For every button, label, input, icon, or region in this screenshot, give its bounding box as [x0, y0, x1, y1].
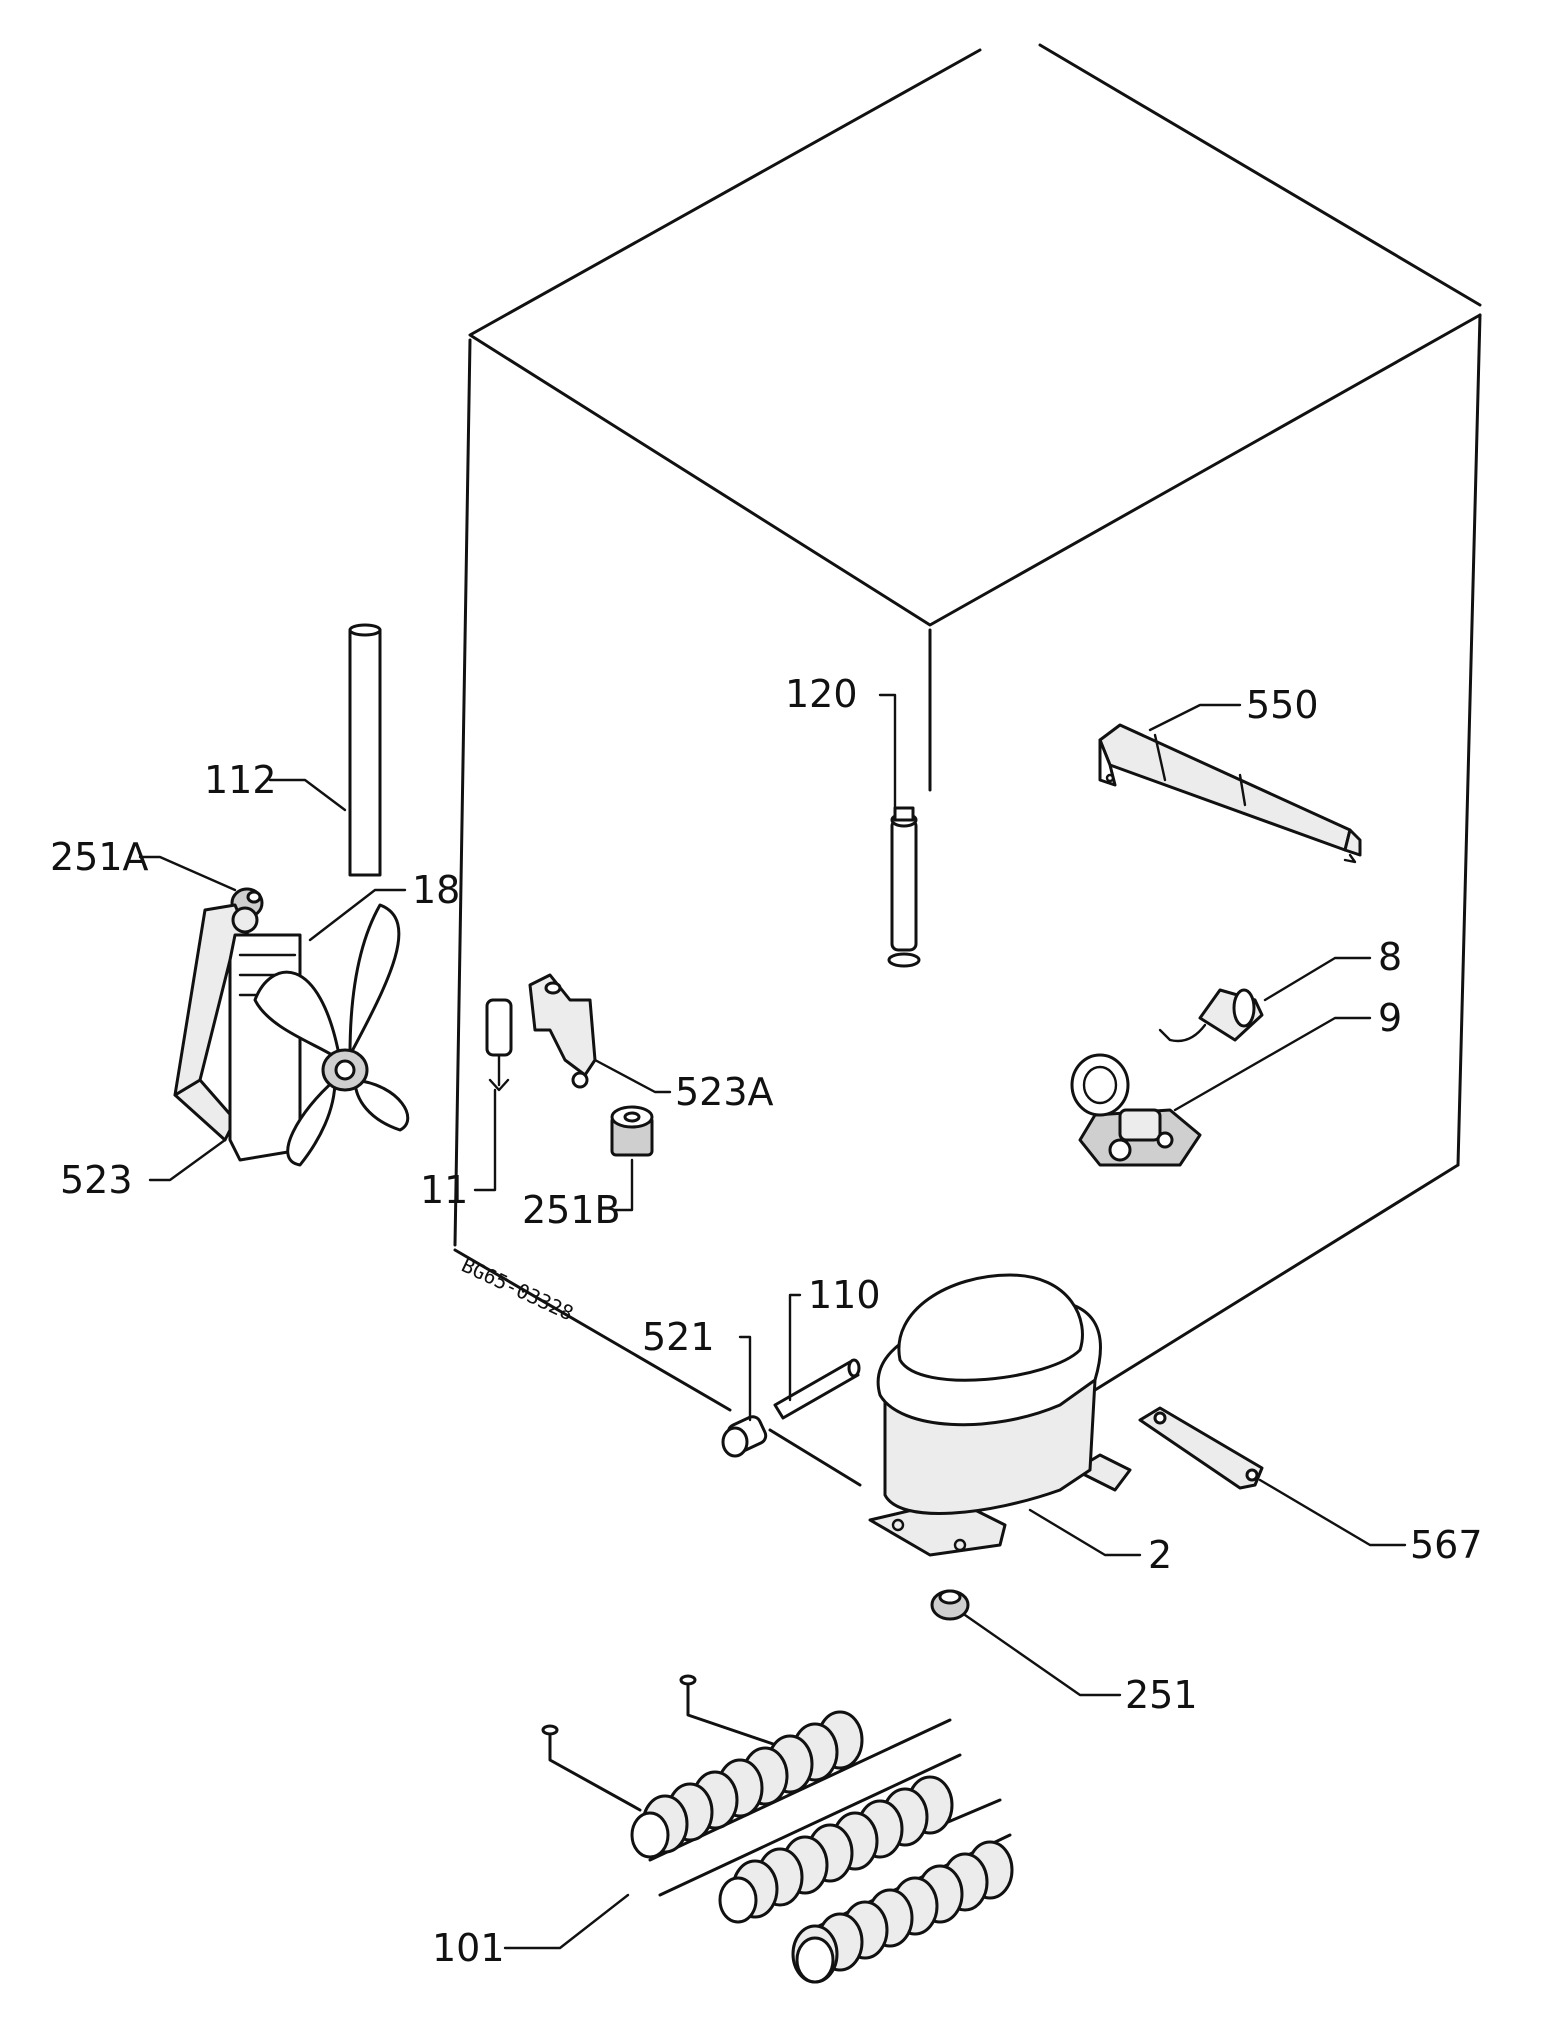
- leader-101: [503, 1893, 630, 1950]
- callout-251: 251: [1125, 1673, 1198, 1717]
- leader-550: [1148, 703, 1242, 732]
- callout-251A: 251A: [50, 835, 149, 879]
- callout-101: 101: [432, 1926, 505, 1970]
- leader-251A: [138, 855, 237, 892]
- callout-112: 112: [204, 758, 277, 802]
- part-550-bracket: [1098, 723, 1362, 864]
- part-110-tube: [773, 1358, 861, 1420]
- callout-523A: 523A: [675, 1070, 774, 1114]
- leader-2: [1028, 1508, 1142, 1557]
- leader-523: [148, 1138, 227, 1182]
- leader-110: [788, 1293, 802, 1402]
- leader-120: [878, 693, 897, 812]
- leader-523A: [593, 1058, 672, 1094]
- leader-521: [738, 1335, 752, 1422]
- part-251-grommet: [930, 1589, 970, 1621]
- leader-567: [1258, 1478, 1407, 1547]
- callout-523: 523: [60, 1158, 133, 1202]
- leader-lines: [138, 693, 1407, 1950]
- leader-251: [963, 1613, 1122, 1697]
- drawing-code: BG65-03328: [458, 1253, 577, 1326]
- part-101-condenser: [541, 1674, 1014, 1984]
- part-2-compressor: [868, 1273, 1132, 1557]
- part-567-strap: [1138, 1406, 1264, 1490]
- callout-550: 550: [1246, 683, 1319, 727]
- drawing-code-text: BG65-03328: [458, 1253, 577, 1326]
- leader-9: [1173, 1016, 1372, 1112]
- coil-row-bottom: [791, 1840, 1014, 1984]
- callout-2: 2: [1148, 1533, 1172, 1577]
- callout-18: 18: [412, 868, 460, 912]
- callout-567: 567: [1410, 1523, 1483, 1567]
- callout-120: 120: [785, 672, 858, 716]
- part-112-tube: [348, 623, 382, 877]
- part-9-relay: [1070, 1053, 1202, 1167]
- part-523-fan: [173, 903, 410, 1167]
- leader-251B: [613, 1158, 634, 1212]
- leader-18: [308, 888, 407, 942]
- leader-8: [1263, 956, 1372, 1002]
- leader-11: [473, 1088, 497, 1192]
- part-11-terminal: [485, 998, 513, 1092]
- part-120-rod: [887, 806, 921, 968]
- callout-labels: 550 120 112 251A 18 8 9 523A 523 11 251B…: [50, 672, 1483, 1970]
- callout-11: 11: [420, 1168, 468, 1212]
- callout-110: 110: [808, 1273, 881, 1317]
- callout-521: 521: [642, 1315, 715, 1359]
- part-523A-clamp: [528, 973, 597, 1089]
- part-8-capacitor: [1158, 988, 1264, 1043]
- leader-112: [268, 778, 347, 812]
- coil-row-middle: [718, 1775, 954, 1924]
- cabinet-outline: [453, 43, 1482, 1487]
- part-521-cap: [721, 1415, 768, 1458]
- callout-9: 9: [1378, 996, 1402, 1040]
- callout-8: 8: [1378, 935, 1402, 979]
- coil-row-top: [630, 1710, 864, 1859]
- callout-251B: 251B: [522, 1188, 621, 1232]
- part-251B-sleeve: [610, 1105, 654, 1157]
